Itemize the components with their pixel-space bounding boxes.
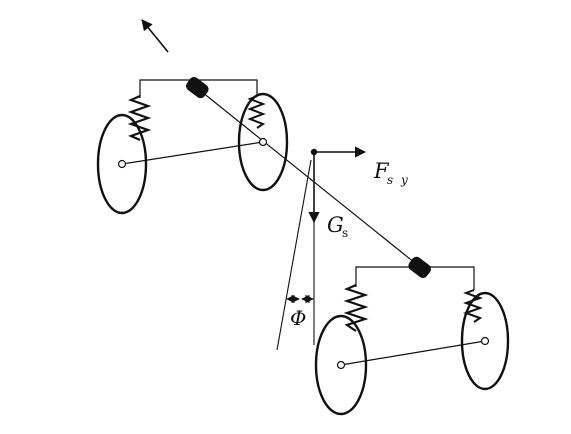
front-axle <box>121 141 264 165</box>
rear-right-hub <box>480 336 490 346</box>
rear-axle-assembly <box>314 256 510 416</box>
lateral-force-label: F <box>373 159 390 183</box>
front-left-hub <box>117 159 127 169</box>
gravity-subscript: s <box>342 226 348 240</box>
body-axis-line <box>196 87 421 268</box>
rear-left-hub <box>336 360 346 370</box>
center-of-mass-forces <box>276 146 367 351</box>
motion-direction-arrow <box>141 19 169 53</box>
rear-left-wheel <box>314 314 368 416</box>
front-left-wheel <box>96 113 148 215</box>
front-right-hub <box>258 137 268 147</box>
front-axle-assembly <box>96 76 289 215</box>
lateral-force-subscript: s y <box>387 173 410 187</box>
front-left-spring <box>127 94 152 142</box>
roll-angle-label: Φ <box>290 306 306 330</box>
rear-damper <box>408 256 431 279</box>
front-damper <box>186 76 209 99</box>
gravity-label: G <box>327 213 344 237</box>
rear-right-wheel <box>460 291 510 391</box>
rear-axle <box>340 340 486 366</box>
front-right-wheel <box>237 92 289 192</box>
rear-right-spring <box>463 289 483 323</box>
tilted-body-line <box>276 159 312 351</box>
